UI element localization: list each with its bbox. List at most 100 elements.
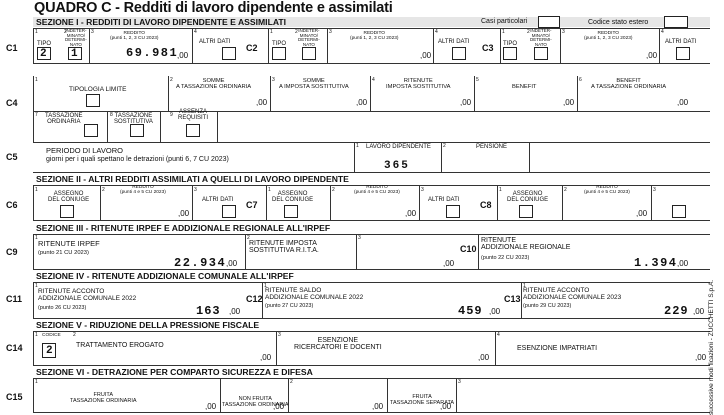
c9-3-decimals: ,00: [443, 259, 455, 268]
row-code-c14: C14: [6, 343, 23, 353]
c12-decimals: ,00: [489, 307, 501, 316]
c1-tipo-label: TIPO: [37, 41, 52, 47]
c3-indeterminato-field[interactable]: [534, 47, 548, 60]
c9-rit-imp-sost-label: RITENUTE IMPOSTA SOSTITUTIVA R.I.T.A.: [249, 240, 319, 254]
c1-tipo-field[interactable]: [37, 47, 51, 60]
c4-assenza-field[interactable]: [186, 124, 200, 137]
c2-reddito-label: REDDITO (punti 1, 2, 3 CU 2023): [350, 31, 399, 42]
c9-rit-irpef-decimals: ,00: [226, 259, 238, 268]
c1-altri-field[interactable]: [222, 47, 236, 60]
c2-indeterminato-field[interactable]: [302, 47, 316, 60]
c1-indeterminato-value: 1: [71, 48, 79, 60]
c11-decimals: ,00: [229, 307, 241, 316]
row-code-c10: C10: [460, 244, 477, 254]
c8-assegno-field[interactable]: [519, 205, 533, 218]
row-code-c7: C7: [246, 200, 258, 210]
c4-tipologia-field[interactable]: [86, 94, 100, 107]
c4-somme-ord-label: SOMME A TASSAZIONE ORDINARIA: [176, 78, 252, 91]
c5-pensione-label: PENSIONE: [476, 144, 508, 150]
c12-saldo-2022-label: RITENUTE SALDO ADDIZIONALE COMUNALE 2022: [265, 287, 364, 301]
c14-esenz-ric-decimals: ,00: [478, 353, 490, 362]
casi-particolari-field[interactable]: [538, 16, 560, 28]
c7-altri-label: ALTRI DATI: [428, 197, 460, 203]
c13-value: 229: [664, 304, 689, 318]
section-5-title: SEZIONE V - RIDUZIONE DELLA PRESSIONE FI…: [36, 320, 260, 330]
c4-rit-sost-label: RITENUTE IMPOSTA SOSTITUTIVA: [386, 78, 451, 91]
c7-reddito-decimals: ,00: [405, 209, 417, 218]
c15-fruita-ord-decimals: ,00: [205, 402, 217, 411]
c2-tipo-field[interactable]: [272, 47, 286, 60]
c4-tass-ord-field[interactable]: [84, 124, 98, 137]
c2-indeterminato-label: INDETER- MINATO/ DETERMI- NATO: [298, 28, 320, 48]
c4-benefit-label: BENEFIT: [512, 84, 537, 90]
c10-rit-add-reg-label: RITENUTE ADDIZIONALE REGIONALE: [481, 237, 571, 251]
codice-stato-estero-field[interactable]: [664, 16, 688, 28]
c6-reddito-decimals: ,00: [178, 209, 190, 218]
row-code-c1: C1: [6, 43, 18, 53]
c8-altri-field[interactable]: [672, 205, 686, 218]
c9-rit-irpef-value: 22.934: [174, 256, 227, 270]
c4-benefit-ord-decimals: ,00: [677, 98, 689, 107]
c3-altri-field[interactable]: [676, 47, 690, 60]
c8-reddito-label: REDDITO (punti 4 e 5 CU 2023): [584, 185, 630, 196]
c14-codice-value: 2: [46, 345, 54, 357]
c3-indeterminato-label: INDETER- MINATO/ DETERMI- NATO: [530, 28, 552, 48]
c8-reddito-decimals: ,00: [636, 209, 648, 218]
c11-value: 163: [196, 304, 221, 318]
c6-assegno-label: ASSEGNO DEL CONIUGE: [48, 191, 90, 204]
c1-altri-label: ALTRI DATI: [199, 39, 231, 45]
c4-somme-sost-label: SOMME A IMPOSTA SOSTITUTIVA: [279, 78, 349, 91]
c8-assegno-label: ASSEGNO DEL CONIUGE: [507, 191, 549, 204]
c9-rit-irpef-sub: (punto 21 CU 2023): [38, 250, 89, 256]
c7-altri-field[interactable]: [446, 205, 460, 218]
row-code-c15: C15: [6, 392, 23, 402]
c15-fruita-sep-decimals: ,00: [440, 402, 452, 411]
c4-assenza-label: ASSENZA REQUISITI: [178, 109, 209, 122]
c14-tratt-label: TRATTAMENTO EROGATO: [76, 342, 164, 349]
c1-reddito-label: REDDITO (punti 1, 2, 3 CU 2023): [110, 31, 159, 42]
c2-altri-field[interactable]: [452, 47, 466, 60]
c4-benefit-decimals: ,00: [563, 98, 575, 107]
codice-stato-estero-label: Codice stato estero: [588, 19, 649, 26]
section-3-title: SEZIONE III - RITENUTE IRPEF E ADDIZIONA…: [36, 223, 331, 233]
c5-lav-dip-value: 365: [384, 160, 410, 172]
section-6-title: SEZIONE VI - DETRAZIONE PER COMPARTO SIC…: [36, 367, 313, 377]
side-vertical-text: successive modi ficazioni - ZUCCHETTI S.…: [708, 279, 715, 415]
c10-rit-add-reg-value: 1.394: [634, 256, 678, 270]
c14-tratt-decimals: ,00: [260, 353, 272, 362]
section-4-title: SEZIONE IV - RITENUTE ADDIZIONALE COMUNA…: [36, 271, 294, 281]
c5-periodo-label: PERIODO DI LAVORO: [46, 146, 123, 155]
section-2-title: SEZIONE II - ALTRI REDDITI ASSIMILATI A …: [36, 174, 349, 184]
c7-assegno-field[interactable]: [284, 205, 298, 218]
c15-non-fruita-label: NON FRUITA TASSAZIONE ORDINARIA: [222, 396, 289, 408]
c11-acc-2022-label: RITENUTE ACCONTO ADDIZIONALE COMUNALE 20…: [38, 288, 137, 302]
c1-indeterminato-label: INDETER- MINATO/ DETERMI- NATO: [65, 28, 87, 48]
c4-tass-sost-label: TASSAZIONE SOSTITUTIVA: [114, 113, 153, 126]
c4-tass-sost-field[interactable]: [130, 124, 144, 137]
c1-indeterminato-field[interactable]: [68, 47, 82, 60]
c6-altri-label: ALTRI DATI: [202, 197, 234, 203]
section-header-bg: [33, 17, 710, 27]
row-code-c2: C2: [246, 43, 258, 53]
c3-tipo-label: TIPO: [503, 41, 518, 47]
c4-benefit-ord-label: BENEFIT A TASSAZIONE ORDINARIA: [591, 78, 667, 91]
c6-assegno-field[interactable]: [60, 205, 74, 218]
c12-value: 459: [458, 304, 483, 318]
c15-fruita-ord-label: FRUITA TASSAZIONE ORDINARIA: [70, 392, 137, 404]
c12-saldo-2022-sub: (punto 27 CU 2023): [265, 303, 314, 309]
c14-esenz-ric-label: ESENZIONE RICERCATORI E DOCENTI: [294, 337, 382, 352]
page-title: QUADRO C - Redditi di lavoro dipendente …: [34, 0, 393, 16]
c6-altri-field[interactable]: [222, 205, 236, 218]
c3-tipo-field[interactable]: [503, 47, 517, 60]
casi-particolari-label: Casi particolari: [481, 18, 528, 25]
c3-altri-label: ALTRI DATI: [665, 39, 697, 45]
row-code-c4: C4: [6, 98, 18, 108]
row-code-c3: C3: [482, 43, 494, 53]
c1-reddito-decimals: ,00: [177, 51, 189, 60]
c1-reddito-value: 69.981: [126, 46, 179, 60]
c14-codice-field[interactable]: [42, 343, 56, 358]
row-code-c9: C9: [6, 247, 18, 257]
c6-reddito-label: REDDITO (punti 4 e 5 CU 2023): [120, 185, 166, 196]
c14-esenz-imp-label: ESENZIONE IMPATRIATI: [517, 345, 598, 352]
c4-tipologia-label: TIPOLOGIA LIMITE: [69, 86, 127, 93]
